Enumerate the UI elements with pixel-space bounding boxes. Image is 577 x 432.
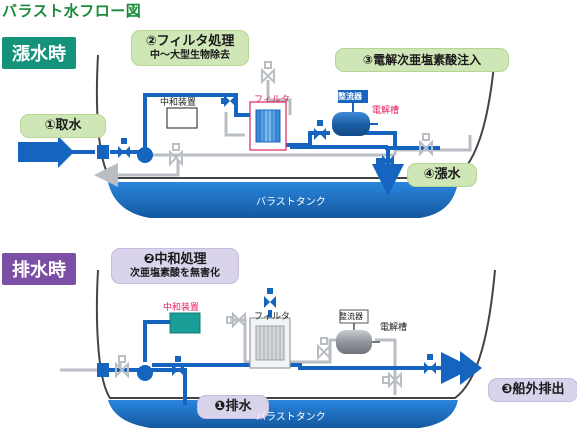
fill-hull <box>95 54 496 179</box>
fill-valve-filter-in <box>221 95 236 107</box>
fill-filter-label: フィルタ <box>254 95 290 105</box>
fill-step3-tag: ③電解次亜塩素酸注入 <box>335 48 509 73</box>
fill-step2-sub: 中～大型生物除去 <box>150 49 230 61</box>
fill-valve-gray-top <box>261 61 275 85</box>
fill-electrolyzer-tank <box>332 112 370 136</box>
drain-step1-tag: ❶排水 <box>197 395 269 419</box>
drain-valve-top <box>264 288 276 308</box>
drain-step2-tag: ❷中和処理 次亜塩素酸を無害化 <box>111 248 239 284</box>
drain-sea-chest <box>97 363 109 377</box>
fill-valve-gray-1 <box>169 143 183 167</box>
fill-step4-tag: ④漲水 <box>407 163 477 187</box>
drain-pump <box>137 365 153 381</box>
drain-electrolyzer-label: 電解槽 <box>380 323 408 333</box>
drain-rectifier-label: 整流器 <box>339 312 363 321</box>
fill-mode-badge: 漲水時 <box>2 37 76 69</box>
fill-neutralizer-box <box>166 107 198 129</box>
drain-valve-gray-elec <box>317 337 331 361</box>
fill-electrolyzer-label: 電解槽 <box>372 106 400 116</box>
drain-step3-tag: ❸船外排出 <box>488 378 577 402</box>
drain-valve-gray-1 <box>115 355 129 379</box>
fill-tank-label: バラストタンク <box>256 197 326 208</box>
fill-step1-tag: ①取水 <box>20 114 106 138</box>
drain-discharge-arrow <box>460 351 482 385</box>
drain-ballast-tank <box>108 400 458 428</box>
fill-valve-intake <box>118 138 130 158</box>
fill-valve-elec-in <box>314 120 326 140</box>
fill-valve-gray-right <box>419 133 433 157</box>
fill-ballast-tank <box>108 182 458 218</box>
drain-neutralizer-label: 中和装置 <box>163 303 200 313</box>
fill-pump <box>137 147 153 163</box>
fill-neutralizer-label: 中和装置 <box>160 98 197 108</box>
drain-filter-unit <box>249 317 291 369</box>
drain-step2-title: ❷中和処理 <box>143 252 207 267</box>
drain-tank-label: バラストタンク <box>256 412 326 423</box>
fill-intake-arrow <box>18 136 74 168</box>
fill-filter-unit <box>249 101 287 151</box>
fill-rectifier-box <box>338 90 368 103</box>
fill-sea-chest <box>97 145 109 159</box>
drain-valve-gray-out <box>382 371 402 389</box>
drain-mode-badge: 排水時 <box>2 253 76 285</box>
diagram-title: バラスト水フロー図 <box>2 2 142 20</box>
drain-valve-discharge <box>424 354 436 374</box>
drain-hull <box>95 269 496 399</box>
fill-valve-out <box>376 155 394 167</box>
drain-neutralizer-box <box>169 312 201 334</box>
fill-step2-title: ②フィルタ処理 <box>145 34 235 49</box>
drain-filter-label: フィルタ <box>254 312 290 322</box>
drain-step2-sub: 次亜塩素酸を無害化 <box>130 267 220 279</box>
drain-valve-gray-filter <box>226 311 246 329</box>
drain-valve-neutral <box>172 356 184 376</box>
fill-step2-tag: ②フィルタ処理 中～大型生物除去 <box>131 30 249 66</box>
fill-rectifier-label: 整流器 <box>338 92 362 101</box>
drain-electrolyzer-tank <box>336 330 372 354</box>
